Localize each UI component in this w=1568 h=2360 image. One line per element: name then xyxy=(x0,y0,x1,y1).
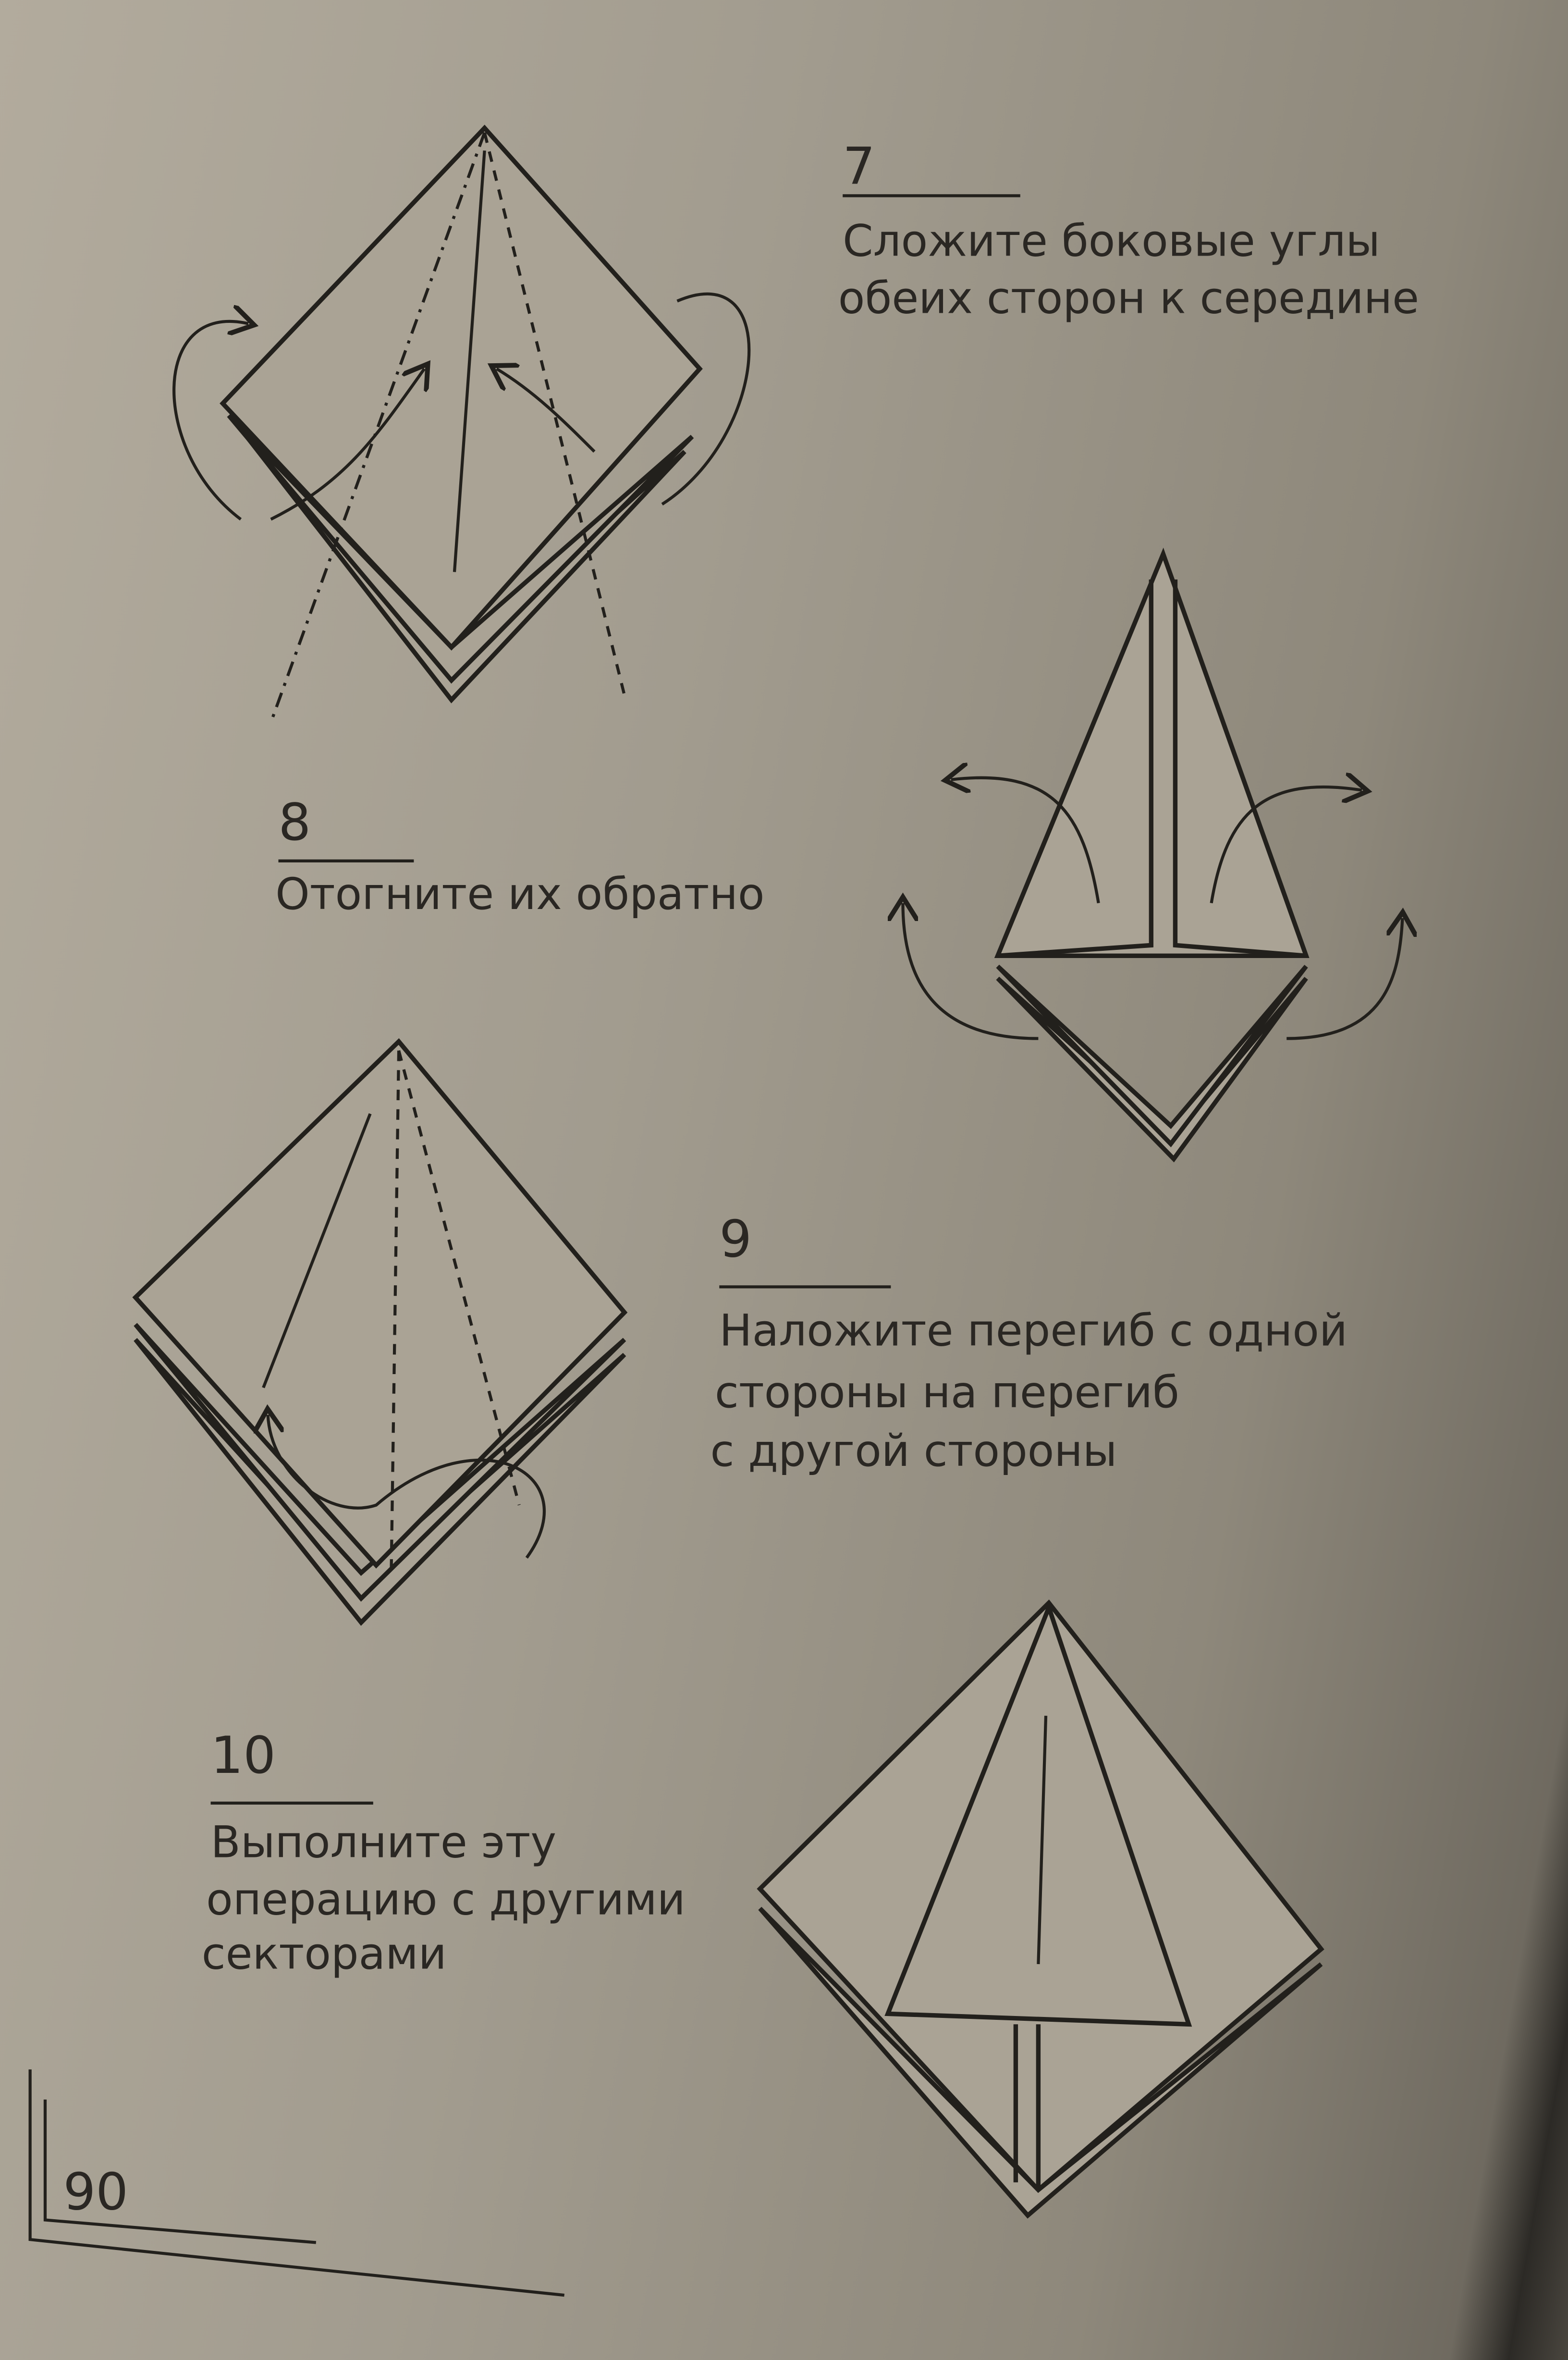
step-8-diagram xyxy=(903,547,1402,1163)
step-9-text-line-2: стороны на перегиб xyxy=(715,1367,1179,1418)
page-number: 90 xyxy=(63,2163,129,2222)
step-10-diagram xyxy=(757,1599,1324,2219)
step-8-number: 8 xyxy=(279,793,311,852)
page-corner-decoration xyxy=(28,2069,564,2297)
step-10-text-line-2: операцию с другими xyxy=(206,1875,686,1925)
step-9-text-line-1: Наложите перегиб с одной xyxy=(719,1306,1348,1356)
step-9-text-line-3: с другой стороны xyxy=(710,1426,1117,1476)
step-10-text-line-3: секторами xyxy=(202,1929,447,1979)
step-8-text-line-1: Отогните их обратно xyxy=(275,869,764,920)
step-9-diagram xyxy=(132,1038,628,1626)
step-10-number: 10 xyxy=(211,1726,276,1785)
step-7-text-line-2: обеих сторон к середине xyxy=(838,273,1419,324)
step-7-text-line-1: Сложите боковые углы xyxy=(843,216,1380,267)
step-9-number: 9 xyxy=(719,1210,752,1269)
step-7-number: 7 xyxy=(843,136,875,196)
step-7-diagram xyxy=(172,124,751,723)
step-10-text-line-1: Выполните эту xyxy=(211,1818,557,1868)
